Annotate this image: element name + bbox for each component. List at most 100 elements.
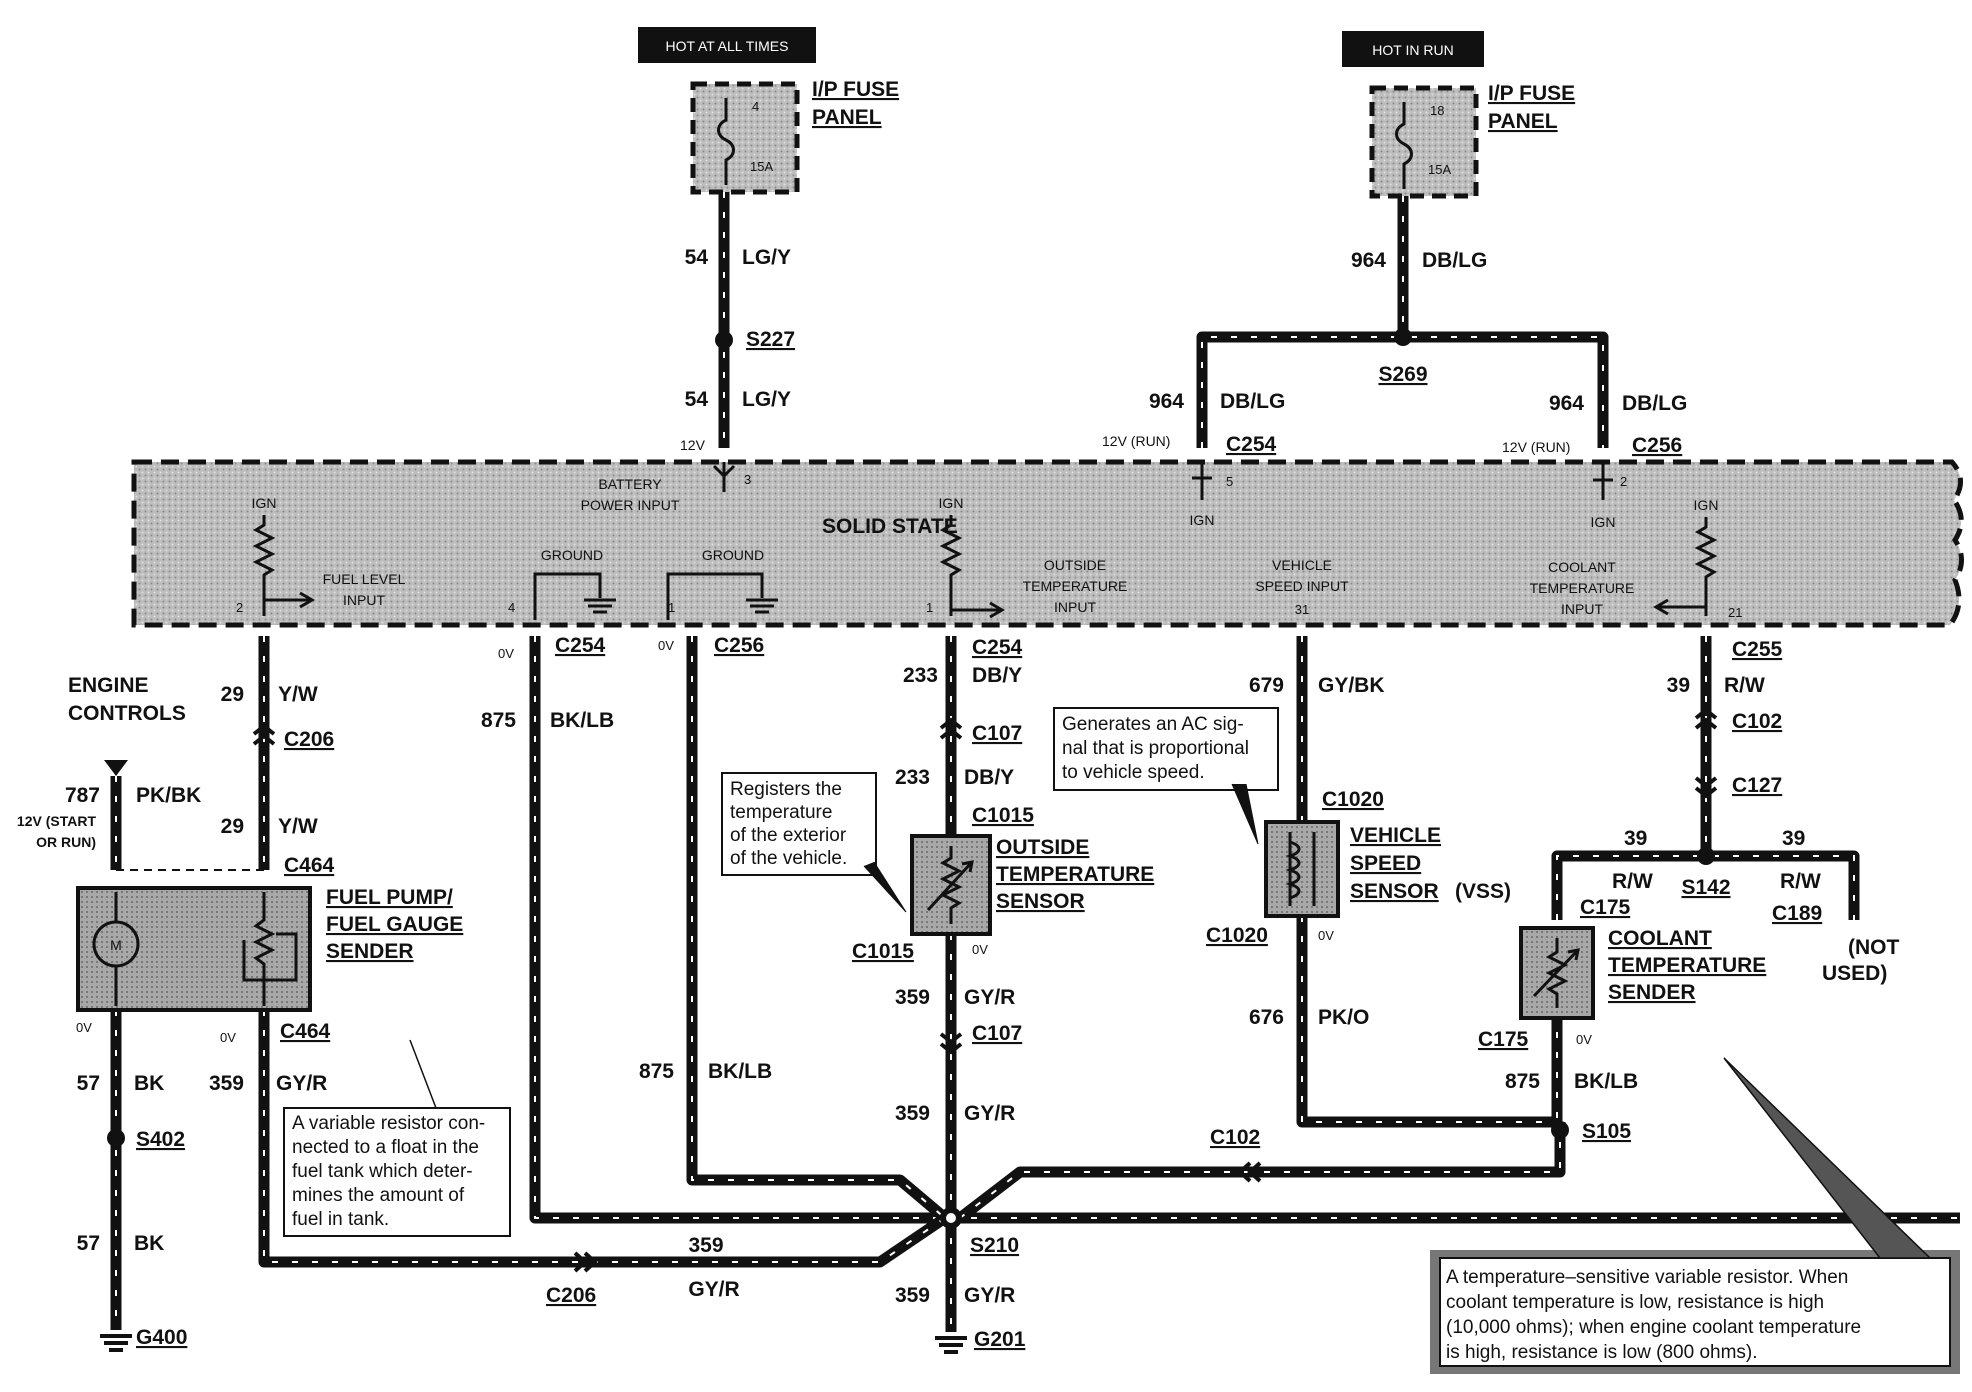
ground-g400 [100,1334,132,1352]
color-pkbk: PK/BK [136,784,201,807]
outside-sensor-title-line-1: OUTSIDE [996,836,1089,859]
note-vss-line-1: Generates an AC sig- [1062,714,1244,735]
c102-connector-icon [1694,707,1718,730]
fuel-pullup-resistor-icon [252,515,276,616]
fuse-1-number: 4 [752,99,759,114]
fuel-pump-title-line-3: SENDER [326,940,414,963]
label-s105: S105 [1582,1120,1631,1143]
note-fuel-line-4: mines the amount of [292,1185,465,1206]
note-fuel-line-5: fuel in tank. [292,1209,389,1230]
ign-label-fuel: IGN [252,495,277,511]
ground-label-1: GROUND [541,547,603,563]
circuit-359-b: 359 [895,1102,930,1125]
label-c127: C127 [1732,774,1782,797]
fuel-level-input-line-1: FUEL LEVEL [323,571,406,587]
fuse-panel-2: 18 15A I/P FUSE PANEL [1369,82,1575,199]
color-bk-upper: BK [134,1072,164,1095]
label-c189: C189 [1772,902,1822,925]
start-run-line-2: OR RUN) [36,834,96,850]
color-bklb-coolant: BK/LB [1574,1070,1638,1093]
color-bk-lower: BK [134,1232,164,1255]
circuit-29-upper: 29 [221,683,244,706]
color-pko: PK/O [1318,1006,1369,1029]
volt-0v-outside: 0V [972,942,988,957]
pin-1-outside: 1 [926,600,933,615]
fuse-panel-2-title-line-1: I/P FUSE [1488,82,1575,105]
label-c102-lower: C102 [1210,1126,1260,1149]
engine-controls-line-1: ENGINE [68,674,149,697]
fuse-panel-1-title-line-2: PANEL [812,106,882,129]
label-c206-lower: C206 [546,1284,596,1307]
ign-label-c256: IGN [1591,514,1616,530]
pin-21: 21 [1728,605,1742,620]
circuit-964-right: 964 [1549,392,1584,415]
circuit-54-upper: 54 [685,246,709,269]
outside-sensor-title-line-2: TEMPERATURE [996,863,1154,886]
ground-g201 [935,1336,967,1354]
note-fuel-line-1: A variable resistor con- [292,1113,485,1134]
volt-0v-vss: 0V [1318,928,1334,943]
label-s269: S269 [1378,363,1427,386]
note-coolant-line-2: coolant temperature is low, resistance i… [1446,1292,1824,1313]
volt-12v-run-2: 12V (RUN) [1502,439,1570,455]
vss-input-line-1: VEHICLE [1272,557,1332,573]
g201-ground-icon [935,1336,967,1354]
vss-title-line-1: VEHICLE [1350,824,1441,847]
fuel-pump-title-line-2: FUEL GAUGE [326,913,463,936]
note-outside-line-4: of the vehicle. [730,848,847,869]
color-yw-lower: Y/W [278,815,318,838]
vss-suffix: (VSS) [1455,880,1511,903]
circuit-359-bus: 359 [688,1234,723,1257]
color-lgy-upper: LG/Y [742,246,791,269]
label-s142: S142 [1681,876,1730,899]
circuit-39-left: 39 [1624,827,1647,850]
coolant-thermistor-icon [1532,938,1580,1008]
label-c464-lower: C464 [280,1020,331,1043]
color-yw-upper: Y/W [278,683,318,706]
vss-title-line-2: SPEED [1350,852,1421,875]
outside-sensor-title-line-3: SENSOR [996,890,1085,913]
note-outside: Registers the temperature of the exterio… [721,772,907,913]
pin-1-ground: 1 [668,600,675,615]
pin-5: 5 [1226,474,1233,489]
label-c464-upper: C464 [284,854,335,877]
circuit-233-lower: 233 [895,766,930,789]
circuit-233-upper: 233 [903,664,938,687]
coolant-sender-title-line-1: COOLANT [1608,927,1712,950]
circuit-39-right: 39 [1782,827,1805,850]
circuit-labels: 54 LG/Y 54 LG/Y 964 DB/LG 964 DB/LG 964 … [65,246,1821,1307]
color-rw-main: R/W [1724,674,1765,697]
wires [110,192,1960,1332]
coolant-sender-title-line-2: TEMPERATURE [1608,954,1766,977]
color-rw-right: R/W [1780,870,1821,893]
pin-4: 4 [508,600,515,615]
coil-icon [1285,832,1316,906]
wire-875-c256 [686,636,949,1223]
voltage-labels: 12V 12V (RUN) 12V (RUN) 0V 0V 0V 0V 0V 0… [76,433,1592,1047]
not-used-line-2: USED) [1822,962,1887,985]
s402-dot [107,1129,125,1147]
color-dblg-right: DB/LG [1622,392,1687,415]
label-c107-lower: C107 [972,1022,1022,1045]
color-dblg-left: DB/LG [1220,390,1285,413]
ign-label-coolant: IGN [1694,497,1719,513]
vehicle-speed-sensor: VEHICLE SPEED SENSOR (VSS) [1264,820,1511,918]
c206-lower-connector-icon [573,1251,598,1273]
circuit-875-c254: 875 [481,709,516,732]
vss-title-line-3: SENSOR [1350,880,1439,903]
note-coolant: A temperature–sensitive variable resisto… [1430,1057,1960,1374]
label-c254-top: C254 [1226,433,1277,456]
fuse-panel-1: 4 15A I/P FUSE PANEL [690,78,899,195]
s105-dot [1551,1121,1569,1139]
label-c1020-upper: C1020 [1322,788,1384,811]
fuse-1-icon [717,98,735,185]
fuse-1-amp: 15A [750,159,773,174]
circuit-679: 679 [1249,674,1284,697]
volt-0v-c254: 0V [498,646,514,661]
thermistor-icon [926,846,974,924]
s227-dot [715,331,733,349]
fuel-level-input-line-2: INPUT [343,592,385,608]
circuit-57-upper: 57 [77,1072,100,1095]
connector-labels: S227 S269 C254 C256 C254 C256 C254 C107 … [136,328,1822,1351]
